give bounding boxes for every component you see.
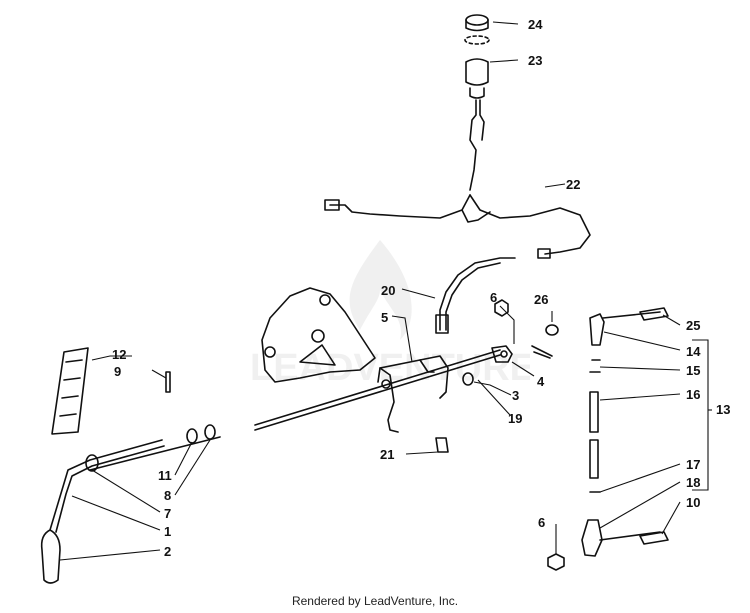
callout-3: 3 — [512, 388, 519, 403]
callout-23: 23 — [528, 53, 542, 68]
part-5-bracket — [377, 355, 449, 433]
part-26-washer — [545, 324, 559, 336]
callout-21: 21 — [380, 447, 394, 462]
callout-25: 25 — [686, 318, 700, 333]
part-6-nut-top — [494, 299, 509, 317]
callout-10: 10 — [686, 495, 700, 510]
part-13-rod-assembly — [581, 311, 661, 557]
leader-lines — [59, 21, 712, 561]
callout-22: 22 — [566, 177, 580, 192]
part-20-cable — [435, 257, 516, 334]
part-22-wire-harness — [324, 194, 591, 259]
callout-4: 4 — [537, 374, 545, 389]
part-25-bolt — [639, 307, 669, 321]
callout-8: 8 — [164, 488, 171, 503]
callout-26: 26 — [534, 292, 548, 307]
part-10-bolt — [639, 531, 669, 545]
callout-13: 13 — [716, 402, 730, 417]
callout-7: 7 — [164, 506, 171, 521]
part-24-cap — [464, 14, 490, 45]
part-11-washer — [186, 428, 198, 444]
part-3-clip — [491, 345, 513, 363]
callout-5: 5 — [381, 310, 388, 325]
callout-12: 12 — [112, 347, 126, 362]
callout-9: 9 — [114, 364, 121, 379]
part-23-switch — [465, 58, 489, 191]
part-6-nut-bottom — [547, 553, 565, 571]
callout-24: 24 — [528, 17, 543, 32]
callout-19: 19 — [508, 411, 522, 426]
callout-11: 11 — [158, 468, 172, 483]
main-shaft — [89, 349, 501, 471]
part-19-washer — [462, 372, 474, 386]
part-1-lever — [49, 439, 165, 533]
callout-14: 14 — [686, 344, 701, 359]
part-21-fitting — [435, 437, 449, 453]
callout-6-top: 6 — [490, 290, 497, 305]
callout-1: 1 — [164, 524, 171, 539]
footer-credit: Rendered by LeadVenture, Inc. — [291, 594, 459, 608]
engine-housing — [261, 287, 376, 383]
callout-6-bottom: 6 — [538, 515, 545, 530]
callout-labels: 24 23 22 20 5 6 26 4 3 19 25 14 15 16 13… — [112, 17, 730, 559]
callout-2: 2 — [164, 544, 171, 559]
part-12-decal — [51, 347, 89, 435]
callout-18: 18 — [686, 475, 700, 490]
callout-15: 15 — [686, 363, 700, 378]
part-4-pin — [531, 345, 553, 359]
part-2-grip — [40, 529, 61, 584]
part-8-washer — [204, 424, 216, 440]
callout-17: 17 — [686, 457, 700, 472]
callout-16: 16 — [686, 387, 700, 402]
part-9-screw — [165, 371, 171, 393]
callout-20: 20 — [381, 283, 395, 298]
